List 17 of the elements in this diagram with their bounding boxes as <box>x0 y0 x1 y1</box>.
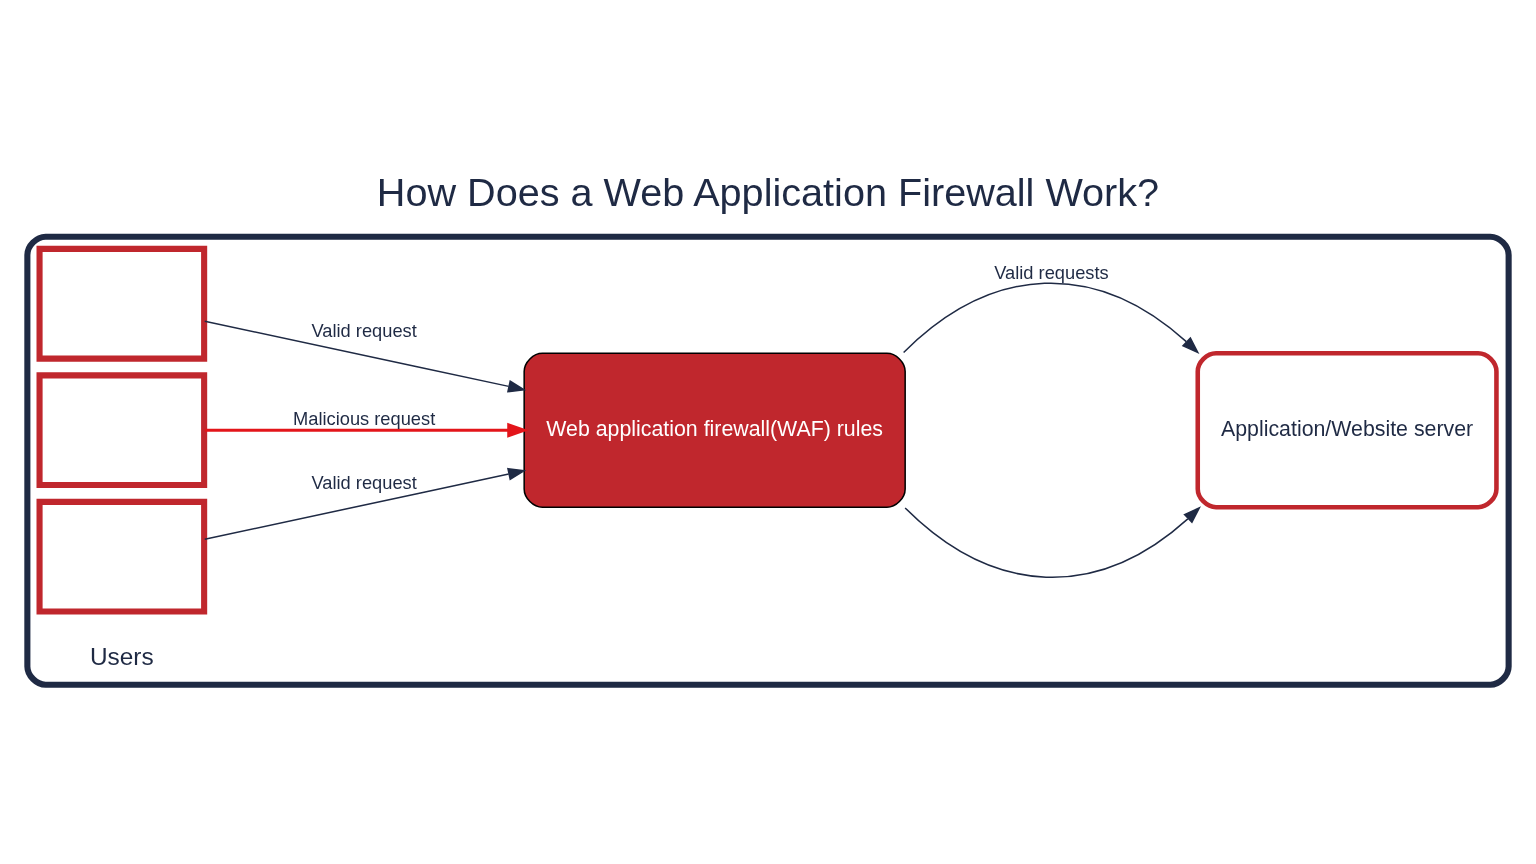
node-laptop <box>36 245 208 362</box>
node-box: Web application firewall(WAF) rules <box>523 352 906 508</box>
arrow <box>902 282 1200 354</box>
node-laptop <box>36 371 208 488</box>
node-box: Application/Website server <box>1195 350 1499 509</box>
node-laptop <box>36 498 208 615</box>
edge-label: Valid requests <box>994 261 1109 283</box>
arrow <box>204 467 527 540</box>
arrow <box>204 319 527 393</box>
arrow <box>904 505 1201 578</box>
edge-label: Valid request <box>311 319 417 341</box>
arrow <box>204 422 529 438</box>
cluster <box>24 233 1512 688</box>
edge-label: Valid request <box>311 471 417 493</box>
edge-label: Malicious request <box>293 407 436 429</box>
diagram-title: How Does a Web Application Firewall Work? <box>376 169 1160 214</box>
node-label: Users <box>90 642 154 670</box>
